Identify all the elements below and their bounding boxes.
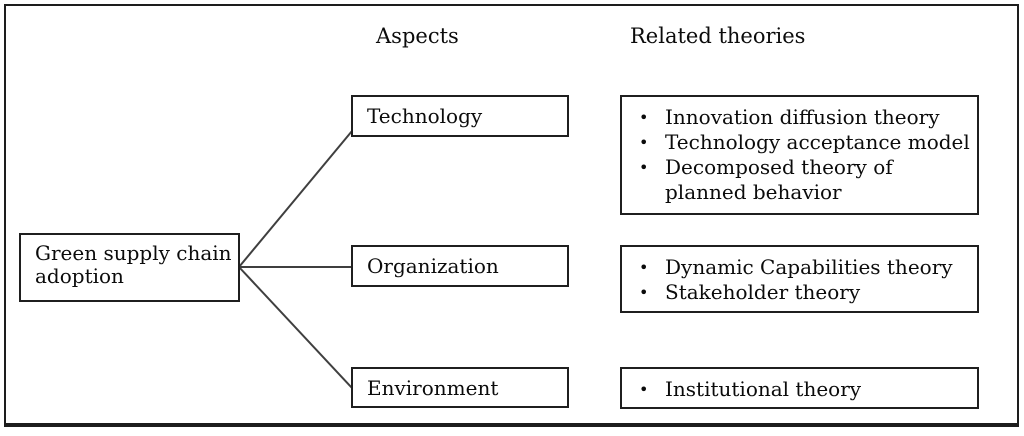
theory-label: Innovation diffusion theory bbox=[665, 105, 940, 129]
theory-label: Dynamic Capabilities theory bbox=[665, 255, 953, 279]
theory-list: • Dynamic Capabilities theory • Stakehol… bbox=[622, 255, 977, 305]
theories-box-technology: • Innovation diffusion theory • Technolo… bbox=[620, 95, 979, 215]
theory-label: Stakeholder theory bbox=[665, 280, 861, 304]
node-label: Organization bbox=[367, 254, 499, 278]
list-item: • Innovation diffusion theory bbox=[622, 105, 977, 130]
node-label: Green supply chain adoption bbox=[35, 241, 232, 288]
bullet-icon: • bbox=[639, 108, 649, 127]
node-organization: Organization bbox=[351, 245, 569, 287]
theories-box-organization: • Dynamic Capabilities theory • Stakehol… bbox=[620, 245, 979, 313]
theory-label: Institutional theory bbox=[665, 377, 862, 401]
bullet-icon: • bbox=[639, 283, 649, 302]
node-technology: Technology bbox=[351, 95, 569, 137]
node-environment: Environment bbox=[351, 367, 569, 408]
bullet-icon: • bbox=[639, 158, 649, 177]
list-item: • Stakeholder theory bbox=[622, 280, 977, 305]
column-header-related-theories: Related theories bbox=[630, 24, 806, 48]
list-item: • Dynamic Capabilities theory bbox=[622, 255, 977, 280]
theory-label: Technology acceptance model bbox=[665, 130, 970, 154]
node-green-supply-chain-adoption: Green supply chain adoption bbox=[19, 233, 240, 302]
node-label: Environment bbox=[367, 375, 499, 400]
node-label: Technology bbox=[367, 104, 483, 128]
list-item: • Decomposed theory of planned behavior bbox=[622, 155, 977, 205]
figure-frame bbox=[4, 4, 1019, 427]
theory-list: • Innovation diffusion theory • Technolo… bbox=[622, 105, 977, 205]
column-header-aspects: Aspects bbox=[376, 24, 459, 48]
list-item: • Institutional theory bbox=[622, 377, 977, 402]
bullet-icon: • bbox=[639, 380, 649, 399]
theory-label: Decomposed theory of planned behavior bbox=[665, 155, 893, 204]
bullet-icon: • bbox=[639, 258, 649, 277]
bullet-icon: • bbox=[639, 133, 649, 152]
list-item: • Technology acceptance model bbox=[622, 130, 977, 155]
theories-box-environment: • Institutional theory bbox=[620, 367, 979, 409]
theory-list: • Institutional theory bbox=[622, 377, 977, 402]
